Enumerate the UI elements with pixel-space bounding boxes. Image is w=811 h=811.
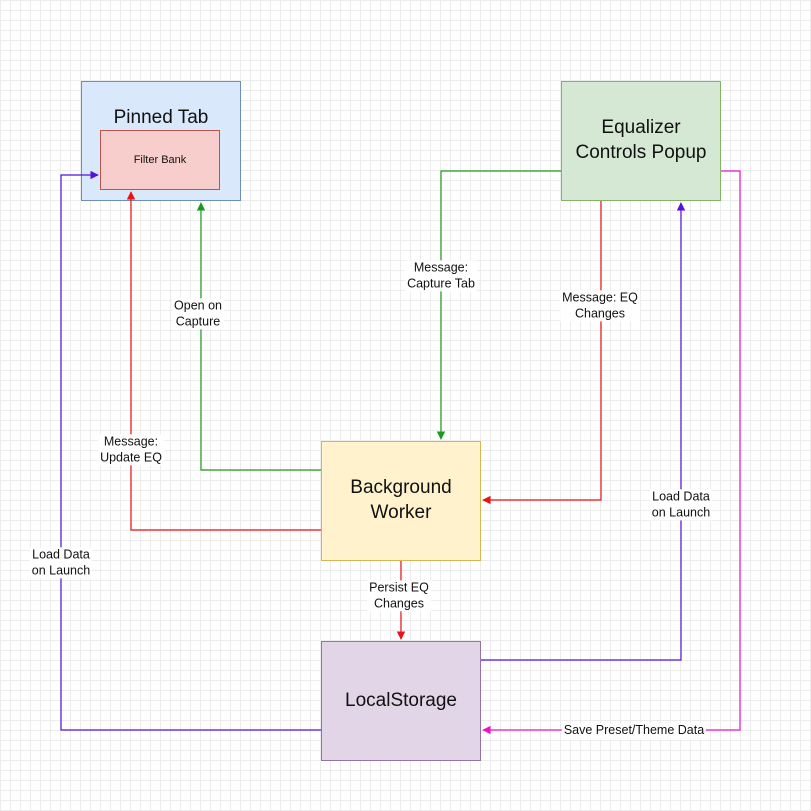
localstorage-label: LocalStorage [345,689,457,711]
background-worker-node[interactable]: Background Worker [321,441,481,561]
label-persist-eq: Persist EQ Changes [367,580,431,612]
edge-eq-changes[interactable] [482,201,602,505]
label-load-data-left: Load Data on Launch [29,547,93,579]
label-load-data-right: Load Data on Launch [649,489,713,521]
label-update-eq: Message: Update EQ [98,434,164,466]
edge-capture-tab[interactable] [436,170,561,440]
edge-load-data-popup[interactable] [481,202,686,661]
filter-bank-node[interactable]: Filter Bank [100,130,220,190]
edge-open-on-capture[interactable] [196,202,321,471]
equalizer-popup-node[interactable]: Equalizer Controls Popup [561,81,721,201]
background-worker-label: Background Worker [350,477,452,523]
pinned-tab-title: Pinned Tab [113,107,209,128]
label-open-on-capture: Open on Capture [172,298,224,330]
label-eq-changes: Message: EQ Changes [560,290,640,322]
edge-save-preset[interactable] [482,170,741,735]
equalizer-popup-label: Equalizer Controls Popup [575,117,707,163]
filter-bank-label: Filter Bank [133,153,187,166]
edge-load-data-filter[interactable] [60,170,321,731]
localstorage-node[interactable]: LocalStorage [321,641,481,761]
edge-update-eq[interactable] [126,191,321,531]
label-save-preset: Save Preset/Theme Data [561,723,707,739]
label-capture-tab: Message: Capture Tab [405,260,477,292]
